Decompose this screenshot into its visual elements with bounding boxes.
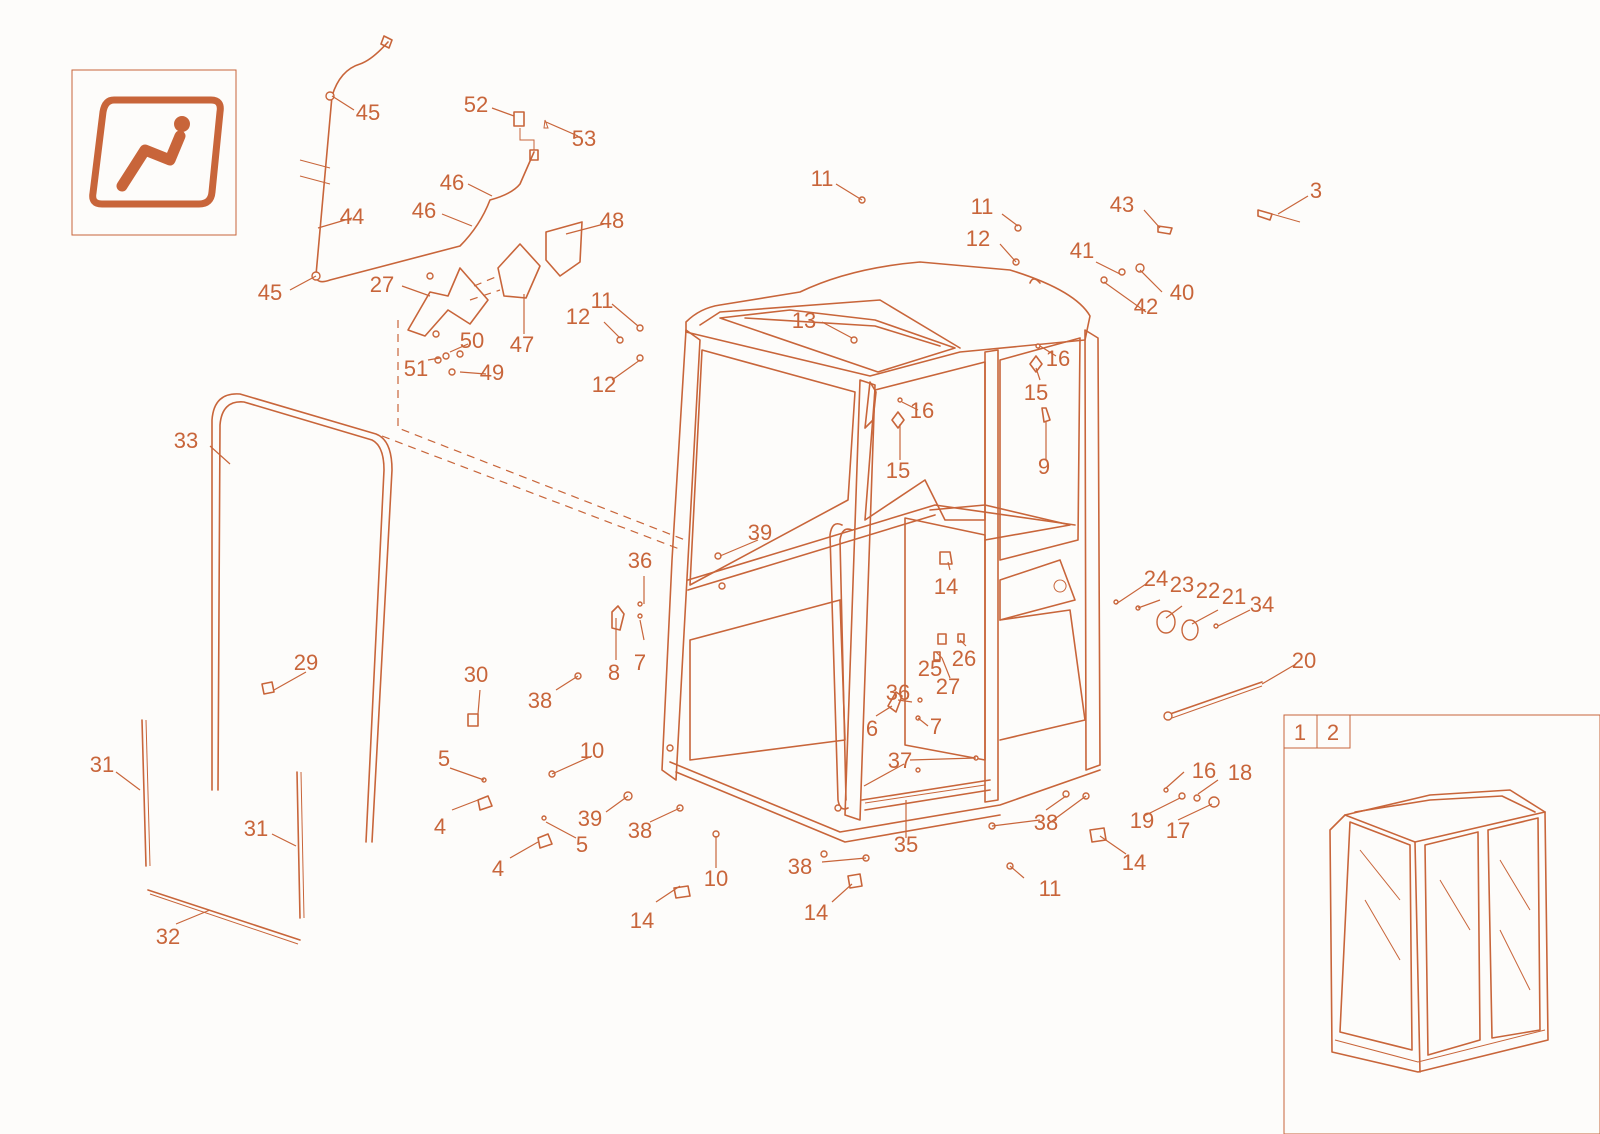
callout-38: 38: [788, 854, 812, 879]
callout-45: 45: [356, 100, 380, 125]
callout-17: 17: [1166, 818, 1190, 843]
callout-38: 38: [628, 818, 652, 843]
callout-27: 27: [936, 674, 960, 699]
callout-12: 12: [566, 304, 590, 329]
callout-27: 27: [370, 272, 394, 297]
leader-dashed: [397, 320, 686, 541]
callout-37: 37: [888, 748, 912, 773]
callout-48: 48: [600, 208, 624, 233]
callout-38: 38: [1034, 810, 1058, 835]
operator-seat-icon: [71, 69, 237, 236]
callout-3: 3: [1310, 178, 1322, 203]
view-tab-2[interactable]: 2: [1327, 720, 1339, 745]
callout-52: 52: [464, 92, 488, 117]
callout-11: 11: [1039, 876, 1062, 901]
callout-11: 11: [591, 288, 614, 313]
callout-14: 14: [804, 900, 828, 925]
callout-45: 45: [258, 280, 282, 305]
callout-44: 44: [340, 204, 364, 229]
callout-4: 4: [492, 856, 504, 881]
callout-15: 15: [1024, 380, 1048, 405]
callout-6: 6: [866, 716, 878, 741]
view-tab-1[interactable]: 1: [1294, 720, 1306, 745]
callout-21: 21: [1222, 584, 1246, 609]
small-parts: [141, 35, 1301, 945]
callout-11: 11: [971, 194, 994, 219]
callout-20: 20: [1292, 648, 1316, 673]
callout-9: 9: [1038, 454, 1050, 479]
cab-frame: [661, 261, 1101, 843]
callout-14: 14: [630, 908, 654, 933]
callout-41: 41: [1070, 238, 1094, 263]
callout-23: 23: [1170, 572, 1194, 597]
callout-5: 5: [438, 746, 450, 771]
callout-33: 33: [174, 428, 198, 453]
callout-19: 19: [1130, 808, 1154, 833]
callout-32: 32: [156, 924, 180, 949]
callout-4: 4: [434, 814, 446, 839]
callout-11: 11: [811, 166, 834, 191]
callout-49: 49: [480, 360, 504, 385]
callout-15: 15: [886, 458, 910, 483]
callout-13: 13: [792, 308, 816, 333]
callout-43: 43: [1110, 192, 1134, 217]
callout-34: 34: [1250, 592, 1274, 617]
callout-36: 36: [628, 548, 652, 573]
callout-25: 25: [918, 656, 942, 681]
callout-31: 31: [90, 752, 114, 777]
cab-overview-inset: 1 2: [1283, 714, 1600, 1134]
callout-labels: 45 44 45 52 53 46 46 48 27 47 50 51 49 1…: [90, 92, 1322, 949]
callout-26: 26: [952, 646, 976, 671]
callout-18: 18: [1228, 760, 1252, 785]
callout-38: 38: [528, 688, 552, 713]
callout-10: 10: [580, 738, 604, 763]
callout-24: 24: [1144, 566, 1168, 591]
callout-10: 10: [704, 866, 728, 891]
callout-53: 53: [572, 126, 596, 151]
callout-40: 40: [1170, 280, 1194, 305]
callout-51: 51: [404, 356, 428, 381]
callout-36: 36: [886, 680, 910, 705]
callout-14: 14: [934, 574, 958, 599]
callout-7: 7: [634, 650, 646, 675]
callout-39: 39: [578, 806, 602, 831]
callout-8: 8: [608, 660, 620, 685]
callout-42: 42: [1134, 294, 1158, 319]
callout-31: 31: [244, 816, 268, 841]
callout-22: 22: [1196, 578, 1220, 603]
callout-14: 14: [1122, 850, 1146, 875]
callout-30: 30: [464, 662, 488, 687]
callout-46: 46: [412, 198, 436, 223]
callout-29: 29: [294, 650, 318, 675]
callout-12: 12: [592, 372, 616, 397]
callout-16: 16: [1192, 758, 1216, 783]
callout-50: 50: [460, 328, 484, 353]
callout-7: 7: [930, 714, 942, 739]
callout-leaders: [115, 95, 1309, 925]
callout-47: 47: [510, 332, 534, 357]
callout-16: 16: [1046, 346, 1070, 371]
callout-5: 5: [576, 832, 588, 857]
callout-39: 39: [748, 520, 772, 545]
callout-46: 46: [440, 170, 464, 195]
callout-35: 35: [894, 832, 918, 857]
callout-16: 16: [910, 398, 934, 423]
callout-12: 12: [966, 226, 990, 251]
